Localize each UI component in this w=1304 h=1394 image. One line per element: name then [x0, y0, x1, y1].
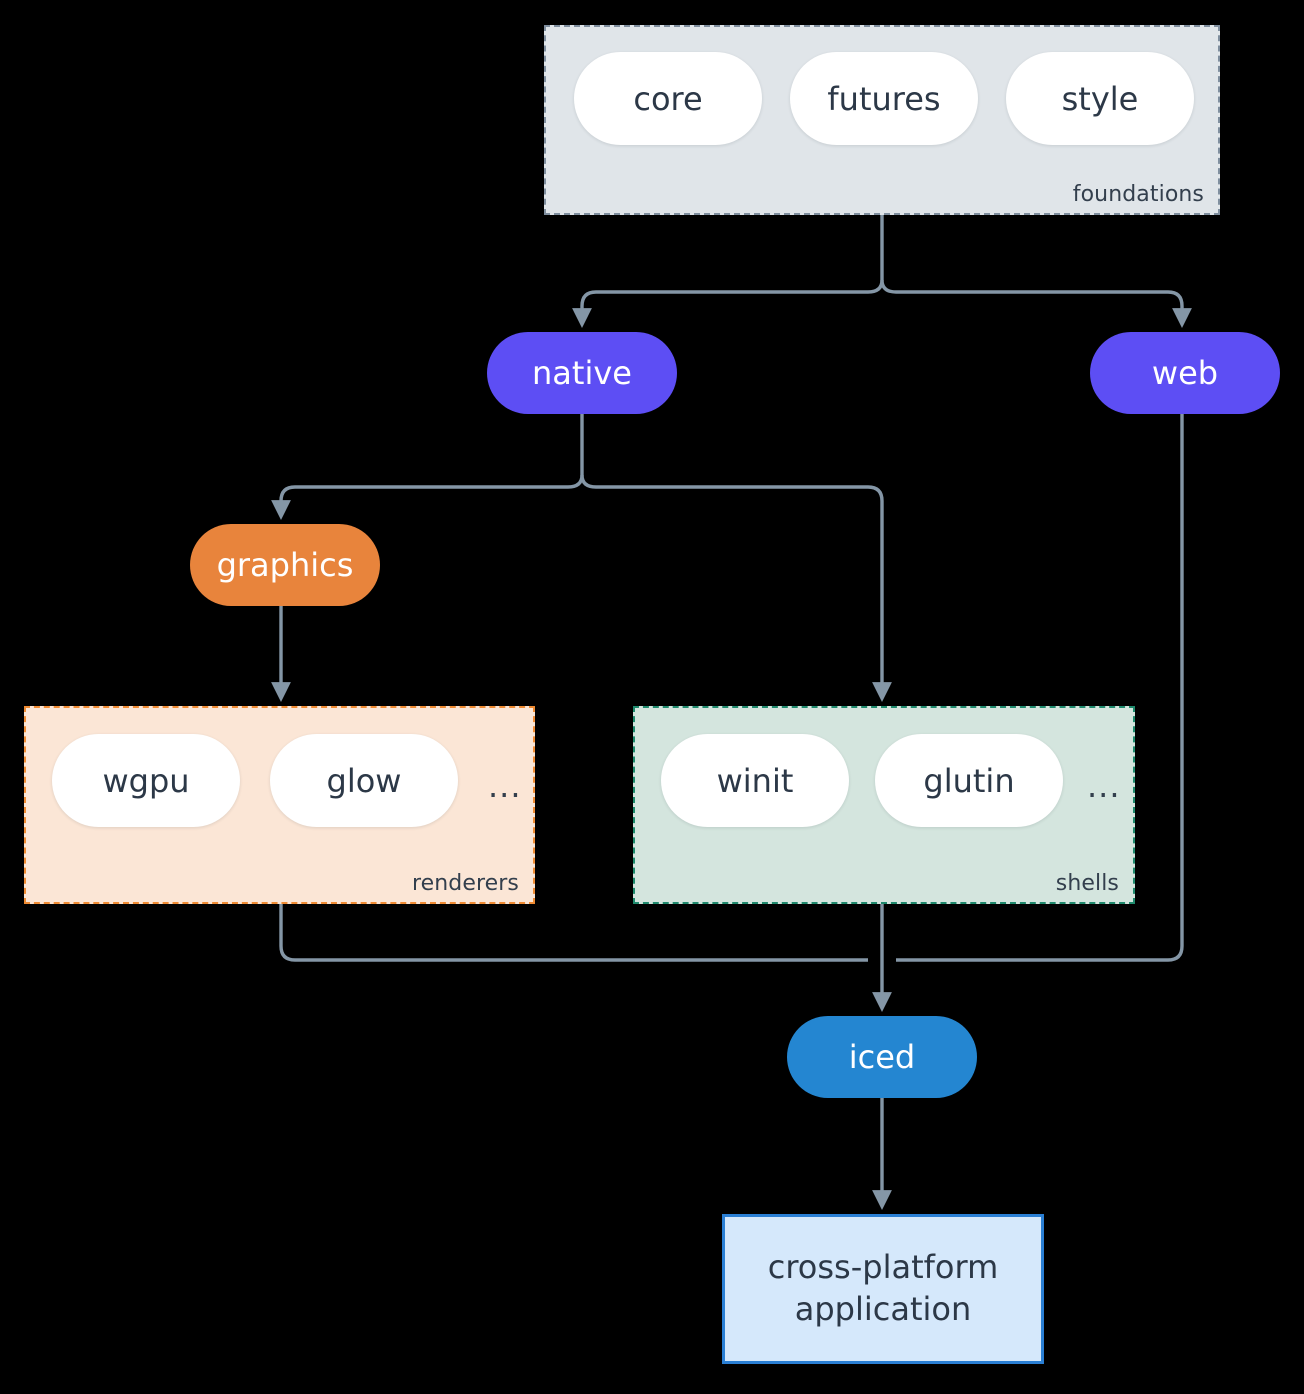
- shells-overflow-ellipsis: ...: [1087, 767, 1121, 805]
- renderers-overflow-ellipsis: ...: [488, 767, 522, 805]
- cluster-renderers: wgpu glow ... renderers: [24, 706, 535, 904]
- node-graphics[interactable]: graphics: [190, 524, 380, 606]
- node-wgpu[interactable]: wgpu: [52, 734, 240, 827]
- cluster-shells-label: shells: [1055, 871, 1119, 896]
- node-native-label: native: [532, 354, 632, 392]
- node-native[interactable]: native: [487, 332, 677, 414]
- node-application-label-line2: application: [794, 1290, 972, 1328]
- node-style[interactable]: style: [1006, 52, 1194, 145]
- node-winit-label: winit: [716, 761, 794, 800]
- node-glutin[interactable]: glutin: [875, 734, 1063, 827]
- edge-foundations-to-native: [572, 279, 884, 328]
- node-style-label: style: [1061, 79, 1139, 118]
- node-winit[interactable]: winit: [661, 734, 849, 827]
- node-iced[interactable]: iced: [787, 1016, 977, 1098]
- cluster-shells: winit glutin ... shells: [633, 706, 1135, 904]
- node-wgpu-label: wgpu: [102, 761, 190, 800]
- node-cross-platform-application[interactable]: cross-platform application: [722, 1214, 1044, 1364]
- edge-native-to-shells: [580, 474, 892, 702]
- node-core-label: core: [633, 79, 703, 118]
- cluster-foundations-label: foundations: [1072, 182, 1204, 207]
- node-iced-label: iced: [848, 1038, 916, 1076]
- node-web-label: web: [1151, 354, 1219, 392]
- edge-foundations-to-web: [880, 279, 1192, 328]
- cluster-foundations: core futures style foundations: [544, 25, 1220, 215]
- node-futures[interactable]: futures: [790, 52, 978, 145]
- node-glutin-label: glutin: [923, 761, 1015, 800]
- node-application-label-line1: cross-platform: [767, 1248, 999, 1287]
- cluster-renderers-label: renderers: [411, 871, 519, 896]
- node-core[interactable]: core: [574, 52, 762, 145]
- edge-renderers-to-iced: [279, 904, 868, 962]
- node-web[interactable]: web: [1090, 332, 1280, 414]
- node-glow-label: glow: [326, 761, 402, 800]
- node-glow[interactable]: glow: [270, 734, 458, 827]
- node-futures-label: futures: [827, 79, 941, 118]
- edge-native-to-graphics: [271, 474, 584, 520]
- node-graphics-label: graphics: [216, 546, 354, 584]
